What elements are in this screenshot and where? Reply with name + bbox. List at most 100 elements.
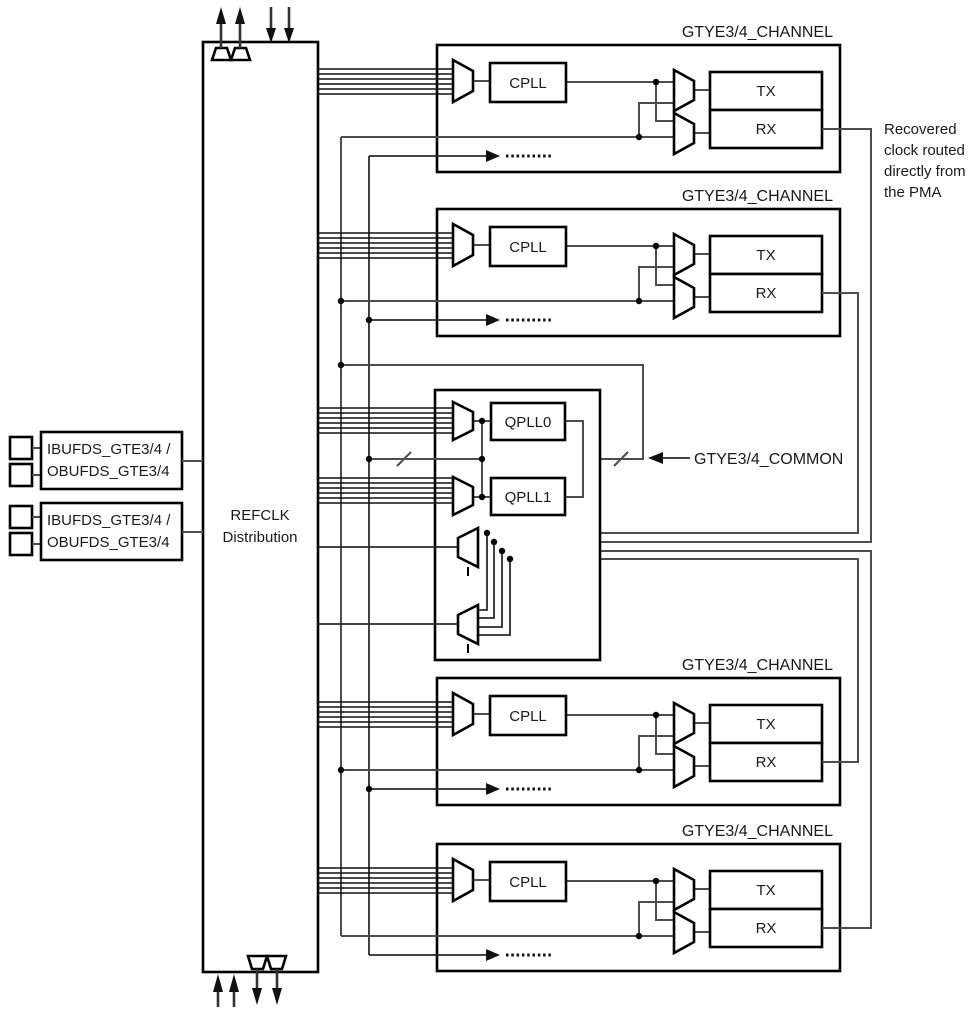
rx-box [708,108,824,150]
gty-channel-1: GTYE3/4_CHANNEL CPLL TX RX [318,24,842,174]
right-arrow-icon [486,150,500,162]
bottom-output-buffer-icon [265,954,288,971]
bottom-output-buffer-icon [246,954,269,971]
cpll-box [488,61,568,104]
up-arrow-icon [229,974,239,992]
channel-title: GTYE3/4_CHANNEL [682,188,833,205]
junction-dot [478,417,486,425]
bus-width-slash-icon [613,451,629,467]
rx-box [708,907,824,949]
tx-clock-mux-icon [672,231,696,278]
rx-label: RX [756,121,777,138]
qpll1-box [489,476,567,517]
junction-dot [478,455,486,463]
ibufds-label-line1: IBUFDS_GTE3/4 / [47,512,171,529]
wire [655,881,674,921]
refclk-mux-icon [451,690,475,738]
note-line: the PMA [884,184,942,201]
down-arrow-icon [284,28,294,43]
up-arrow-icon [213,974,223,992]
rx-box [708,272,824,314]
wire [638,102,674,137]
top-output-buffer-icon [229,46,252,62]
refclk-label-line2: Distribution [222,529,297,546]
qpll0-refclk-mux-icon [451,399,475,443]
tx-clock-mux-icon [672,866,696,913]
junction-dot [635,932,643,940]
wire [655,82,674,122]
bus-width-slash-icon [396,451,412,467]
junction-dot [635,297,643,305]
wire [638,735,674,770]
ibufds-box [39,501,184,562]
junction-dot [635,133,643,141]
tx-box [708,869,824,911]
refclk-bus-ribbon [318,232,453,259]
junction-dot [483,529,491,537]
up-arrow-icon [216,7,226,24]
refclk-block-outline [201,40,320,974]
refclk-label-line1: REFCLK [230,507,289,524]
refclk-mux-icon [451,221,475,269]
recovered-clock-route-ch3 [478,558,859,763]
wire [638,266,674,301]
qpll1-refclk-bus-ribbon [318,477,453,504]
recovered-clock-drop-wire [478,533,488,611]
recovered-clock-route-ch1 [478,128,872,543]
down-arrow-icon [266,28,276,43]
common-callout: GTYE3/4_COMMON [648,451,843,468]
gty-common-block: QPLL0 QPLL1 [318,388,602,662]
cpll-box [488,225,568,268]
down-arrow-icon [272,988,282,1005]
rx-label: RX [756,285,777,302]
top-output-buffer-icon [210,46,233,62]
up-arrow-icon [235,7,245,24]
junction-dot [365,785,373,793]
junction-dot [365,316,373,324]
cpll-box [488,860,568,903]
recovered-clock-route-ch2 [478,292,859,534]
gty-channel-4: GTYE3/4_CHANNEL CPLL TX RX [318,823,842,973]
recovered-clock-mux-icon [456,525,480,570]
ibufds-label-line2: OBUFDS_GTE3/4 [47,534,170,551]
junction-dot [498,547,506,555]
refclk-mux-icon [451,856,475,904]
junction-dot [365,455,373,463]
tx-box [708,70,824,112]
tx-label: TX [756,83,775,100]
refclk-bus-ribbon [318,867,453,894]
tx-clock-mux-icon [672,67,696,114]
junction-dot [652,877,660,885]
right-arrow-icon [486,783,500,795]
cpll-box [488,694,568,737]
gty-channel-3: GTYE3/4_CHANNEL CPLL TX RX [318,657,842,807]
qpll0-output-wire [565,420,584,459]
refclk-pad-icon [8,504,34,530]
refclk-distribution-block: REFCLK Distribution [201,7,320,1007]
tx-label: TX [756,882,775,899]
junction-dot [652,242,660,250]
junction-dot [635,766,643,774]
recovered-clock-note: Recovered clock routed directly from the… [884,121,966,201]
ibufds-box [39,430,184,491]
recovered-clock-drop-wire [478,559,511,636]
rx-clock-mux-icon [672,274,696,321]
qpll1-label: QPLL1 [505,489,552,506]
rx-clock-mux-icon [672,110,696,157]
tx-clock-mux-icon [672,700,696,747]
note-line: directly from [884,163,966,180]
junction-dot [337,766,345,774]
rx-label: RX [756,754,777,771]
ibufds-label-line2: OBUFDS_GTE3/4 [47,463,170,480]
refclk-bus-ribbon [318,68,453,95]
recovered-clock-mux-icon [456,602,480,647]
refclk-pad-icon [8,435,34,461]
recovered-clock-route-ch4 [478,550,872,929]
wire [638,901,674,936]
refclk-bus-ribbon [318,701,453,728]
cpll-label: CPLL [509,708,547,725]
qpll0-refclk-bus-ribbon [318,407,453,434]
junction-dot [506,555,514,563]
rx-label: RX [756,920,777,937]
